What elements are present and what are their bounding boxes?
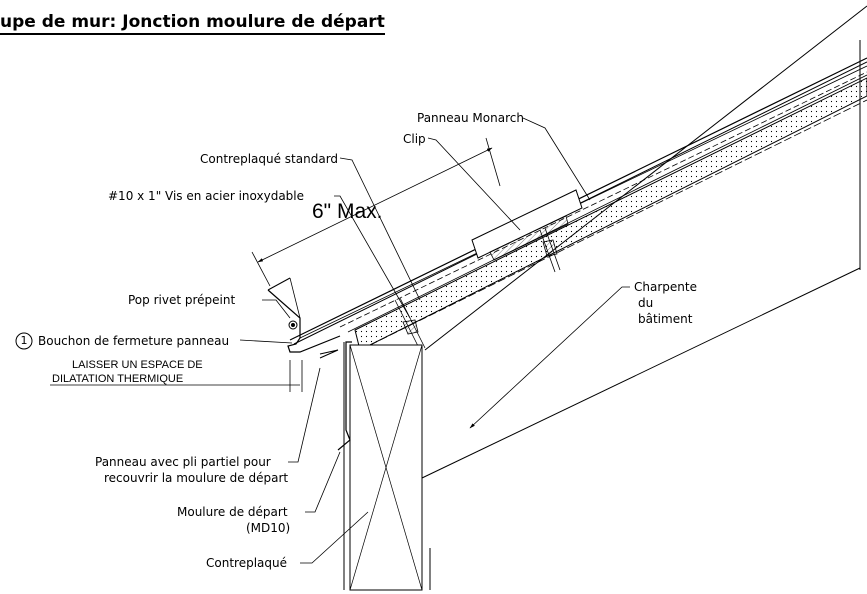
- callout-circle: [15, 332, 33, 350]
- label-bouchon: Bouchon de fermeture panneau: [38, 334, 230, 348]
- plywood-post: [337, 341, 431, 591]
- label-pop-rivet: Pop rivet prépeint: [128, 293, 236, 307]
- label-pli-line1: Panneau avec pli partiel pour: [95, 455, 271, 469]
- thermal-gap-dimension: [50, 360, 303, 392]
- dimension-line: [251, 137, 501, 287]
- dimension-label: 6" Max.: [312, 200, 383, 223]
- label-moulure-line2: (MD10): [246, 521, 291, 535]
- label-moulure-line1: Moulure de départ: [177, 505, 288, 519]
- clip-screw: [539, 227, 561, 273]
- label-espace-line1: LAISSER UN ESPACE DE: [72, 359, 203, 371]
- label-contreplaque-standard: Contreplaqué standard: [200, 152, 339, 166]
- screw: [394, 297, 426, 351]
- drawing-title: upe de mur: Jonction moulure de départ: [0, 12, 385, 35]
- label-contreplaque: Contreplaqué: [206, 556, 287, 570]
- label-charpente-line1: Charpente: [634, 280, 697, 294]
- label-vis: #10 x 1" Vis en acier inoxydable: [108, 189, 305, 203]
- callout-number: 1: [20, 334, 28, 347]
- label-charpente-line3: bâtiment: [638, 312, 693, 326]
- label-clip: Clip: [403, 132, 426, 146]
- leader-lines: [239, 117, 630, 564]
- label-panneau-monarch: Panneau Monarch: [417, 111, 524, 125]
- label-espace-line2: DILATATION THERMIQUE: [52, 373, 184, 385]
- label-pli-line2: recouvrir la moulure de départ: [104, 471, 289, 485]
- roof-assembly: [267, 57, 867, 359]
- label-charpente-line2: du: [638, 296, 654, 310]
